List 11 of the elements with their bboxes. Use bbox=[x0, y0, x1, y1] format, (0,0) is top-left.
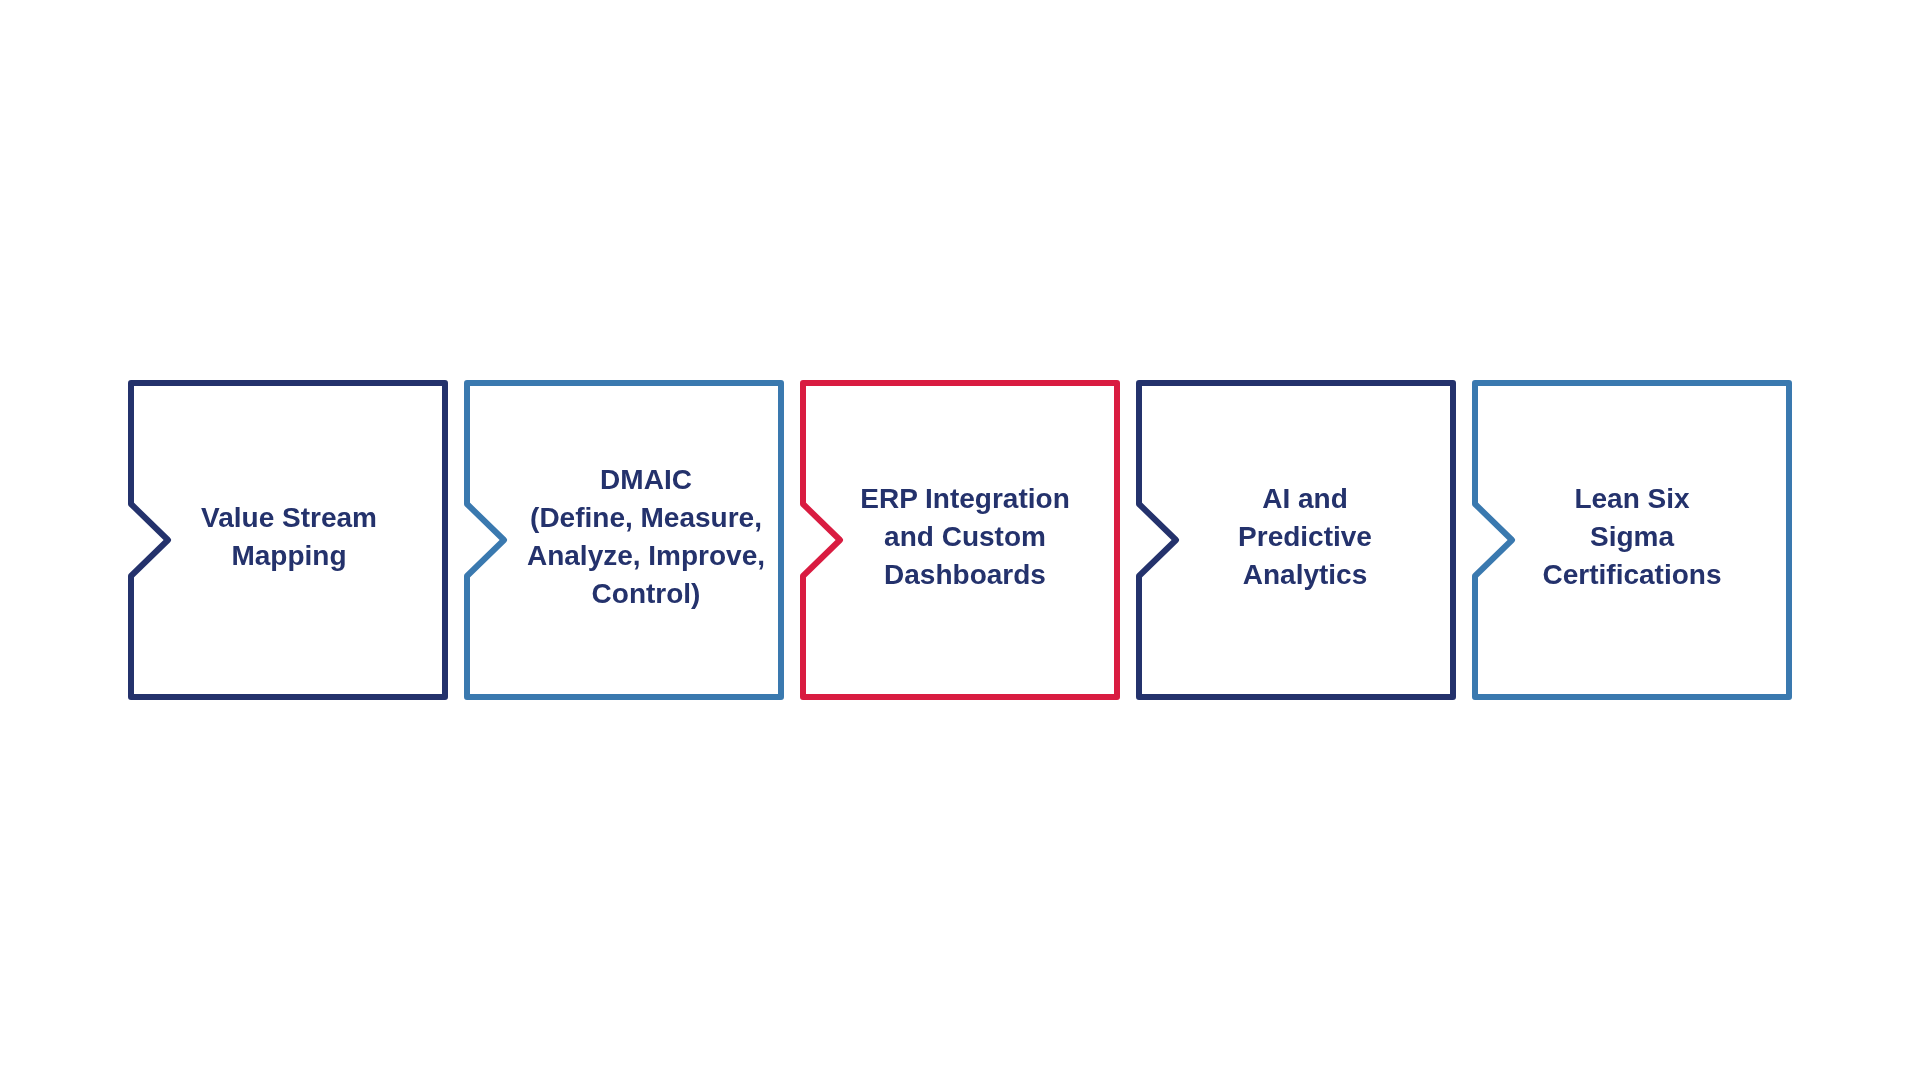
box-label: Lean Six Sigma Certifications bbox=[1541, 482, 1723, 592]
notched-process-box bbox=[800, 380, 1120, 700]
box-heading: DMAIC bbox=[600, 463, 692, 497]
notched-process-box bbox=[464, 380, 784, 700]
notched-process-box bbox=[1472, 380, 1792, 700]
box-label: Value Stream Mapping bbox=[200, 501, 378, 573]
notched-process-box bbox=[128, 380, 448, 700]
box-label: (Define, Measure, Analyze, Improve, Control) bbox=[525, 501, 767, 611]
box-label: AI and Predictive Analytics bbox=[1237, 482, 1373, 592]
notched-process-box bbox=[1136, 380, 1456, 700]
box-label: ERP Integration and Custom Dashboards bbox=[859, 482, 1071, 592]
